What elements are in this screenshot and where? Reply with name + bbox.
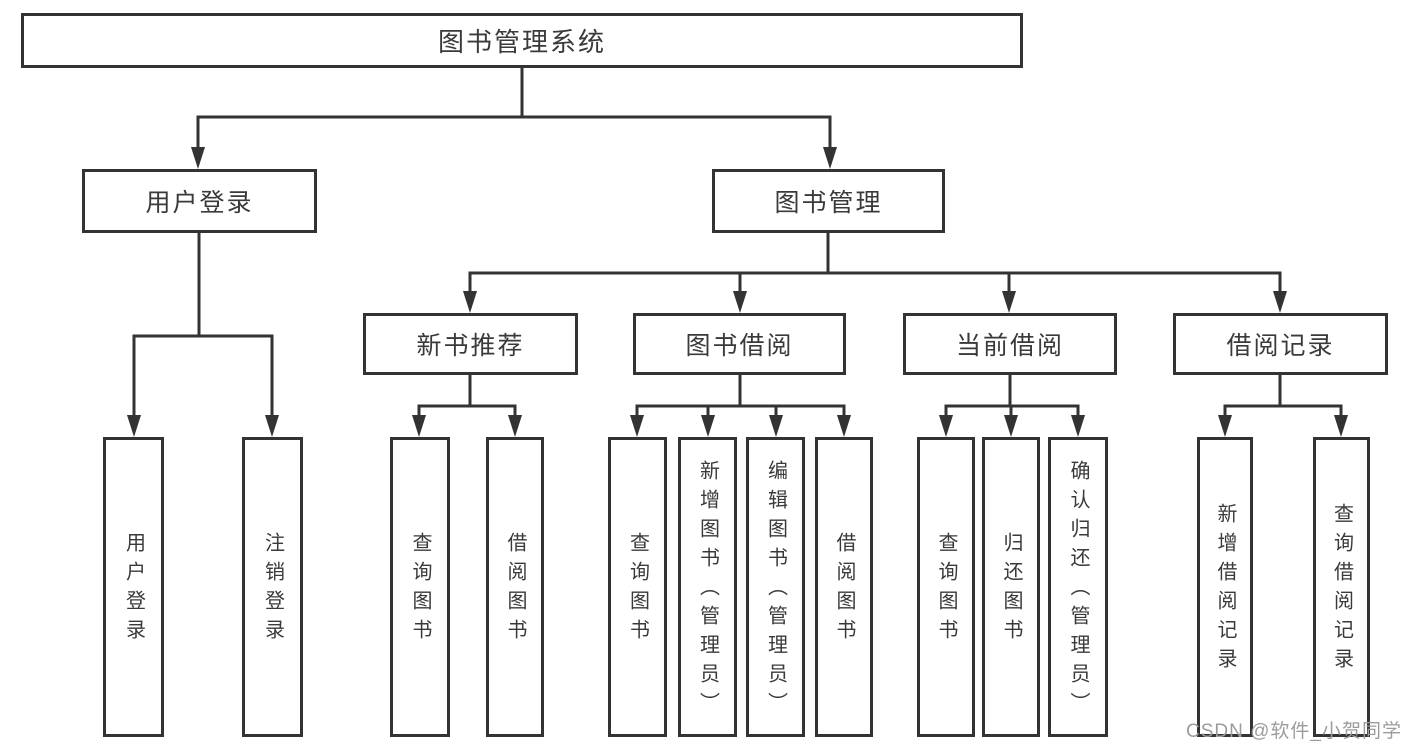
csdn-watermark: CSDN @软件_小贺同学 bbox=[1186, 721, 1402, 742]
leaf-query-borrow-record: 查询借阅记录 bbox=[1313, 437, 1370, 737]
leaf-borrow-books: 借阅图书 bbox=[815, 437, 873, 737]
leaf-query-books-borrow: 查询图书 bbox=[608, 437, 667, 737]
node-book-borrowing: 图书借阅 bbox=[633, 313, 846, 375]
node-current-borrowing: 当前借阅 bbox=[903, 313, 1117, 375]
leaf-confirm-return-admin: 确认归还（管理员） bbox=[1048, 437, 1108, 737]
node-borrowing-records: 借阅记录 bbox=[1173, 313, 1388, 375]
leaf-edit-book-admin: 编辑图书（管理员） bbox=[746, 437, 805, 737]
leaf-borrow-books-recommend: 借阅图书 bbox=[486, 437, 544, 737]
leaf-add-borrow-record: 新增借阅记录 bbox=[1197, 437, 1253, 737]
node-user-login: 用户登录 bbox=[82, 169, 317, 233]
node-book-management: 图书管理 bbox=[712, 169, 945, 233]
leaf-query-books-current: 查询图书 bbox=[917, 437, 975, 737]
node-new-book-recommendation: 新书推荐 bbox=[363, 313, 578, 375]
leaf-query-books-recommend: 查询图书 bbox=[390, 437, 450, 737]
leaf-return-book: 归还图书 bbox=[982, 437, 1040, 737]
node-root-system: 图书管理系统 bbox=[21, 13, 1023, 68]
leaf-logout: 注销登录 bbox=[242, 437, 303, 737]
leaf-add-book-admin: 新增图书（管理员） bbox=[678, 437, 737, 737]
leaf-user-login: 用户登录 bbox=[103, 437, 164, 737]
